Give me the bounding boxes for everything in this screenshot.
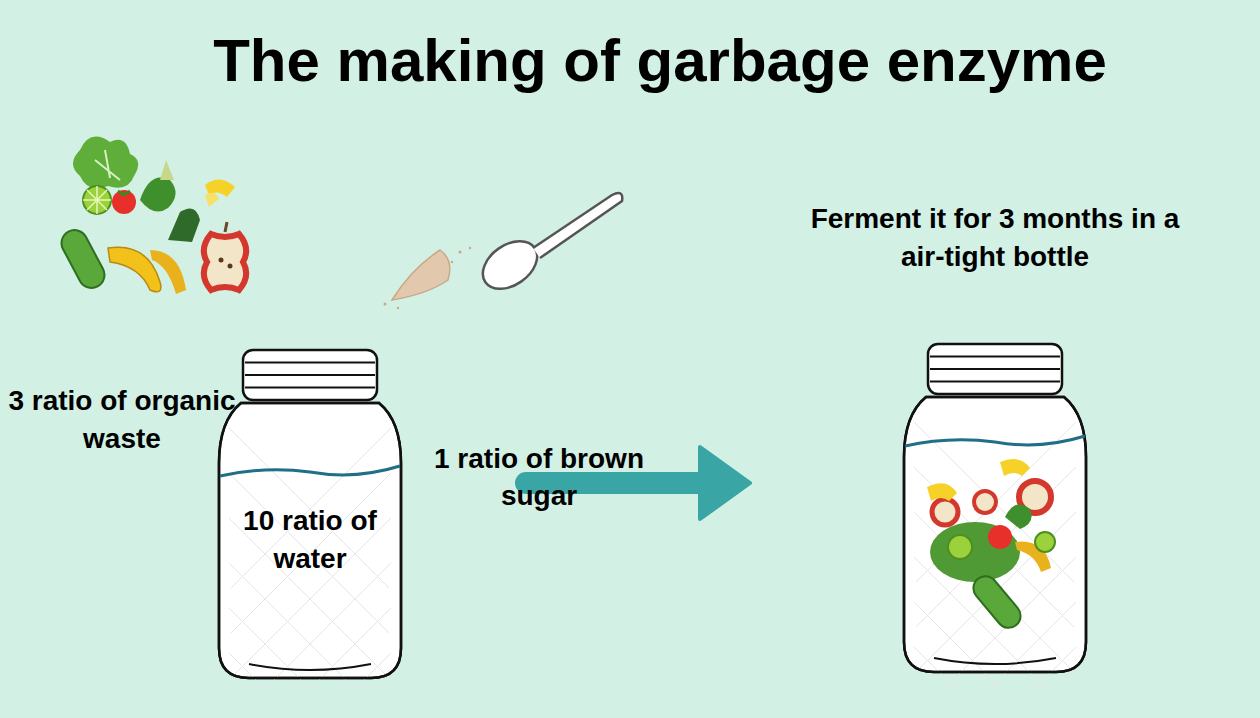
jar-outline [790, 200, 1200, 694]
ingredient-label: 1 ratio of brown sugar [430, 440, 648, 516]
sugar-spoon [384, 193, 623, 309]
title: The making of garbage enzyme [0, 28, 1260, 94]
step-heading: Ferment it for 3 months in a air-tight b… [800, 200, 1190, 276]
organic-waste [57, 137, 246, 294]
ingredient-label: 3 ratio of organic waste [4, 382, 240, 458]
jar-node: 10 ratio of water [215, 346, 405, 690]
jar-label: 10 ratio of water [220, 502, 400, 578]
jar-node: Ferment it for 3 months in a air-tight b… [790, 200, 1200, 694]
